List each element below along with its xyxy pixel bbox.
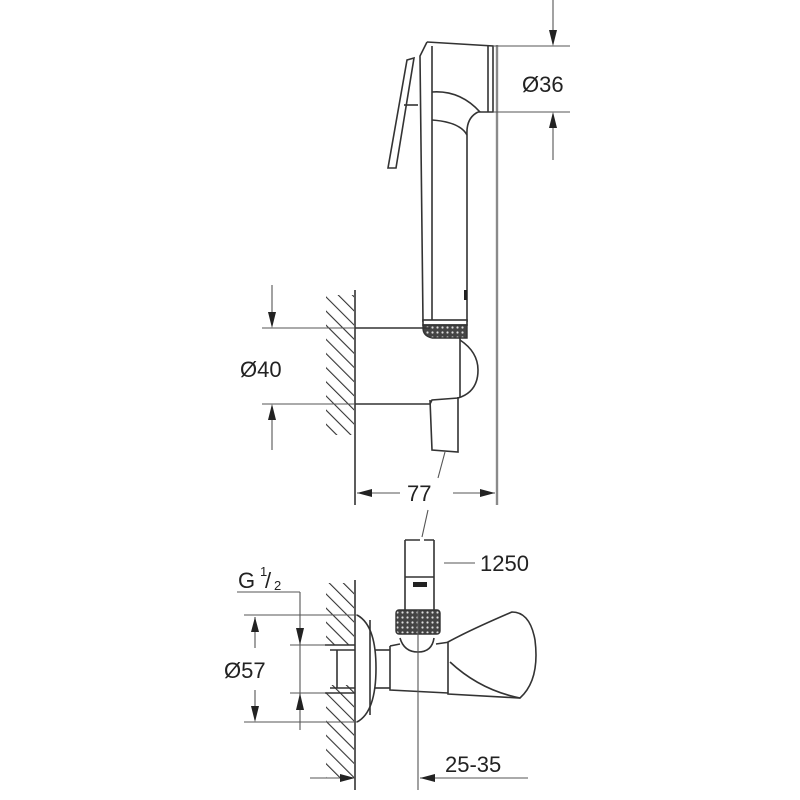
dim-label-handshower-diameter: Ø36 [522,72,564,97]
dimension-thread-and-rosette: G 1 / 2 Ø57 [224,564,357,730]
dimension-diameter-36: Ø36 [493,0,570,160]
wall-holder [262,285,479,505]
dim-label-rosette-diameter: Ø57 [224,658,266,683]
dim-label-thread-den: 2 [274,578,281,593]
hand-shower [387,41,499,505]
dim-label-valve-offset: 25-35 [445,752,501,777]
dimension-77: 77 [357,481,495,538]
dim-label-thread-num: 1 [260,564,267,579]
dim-label-thread: G [238,568,255,593]
wall-bottom [325,580,356,790]
dim-label-holder-diameter: Ø40 [240,357,282,382]
dim-label-projection: 77 [407,481,431,506]
wall-hatch [326,295,354,435]
angle-valve: 1250 [356,539,537,790]
fraction-slash: / [265,568,272,593]
dim-label-hose-length: 1250 [480,551,529,576]
dimension-25-35: 25-35 [310,752,528,782]
